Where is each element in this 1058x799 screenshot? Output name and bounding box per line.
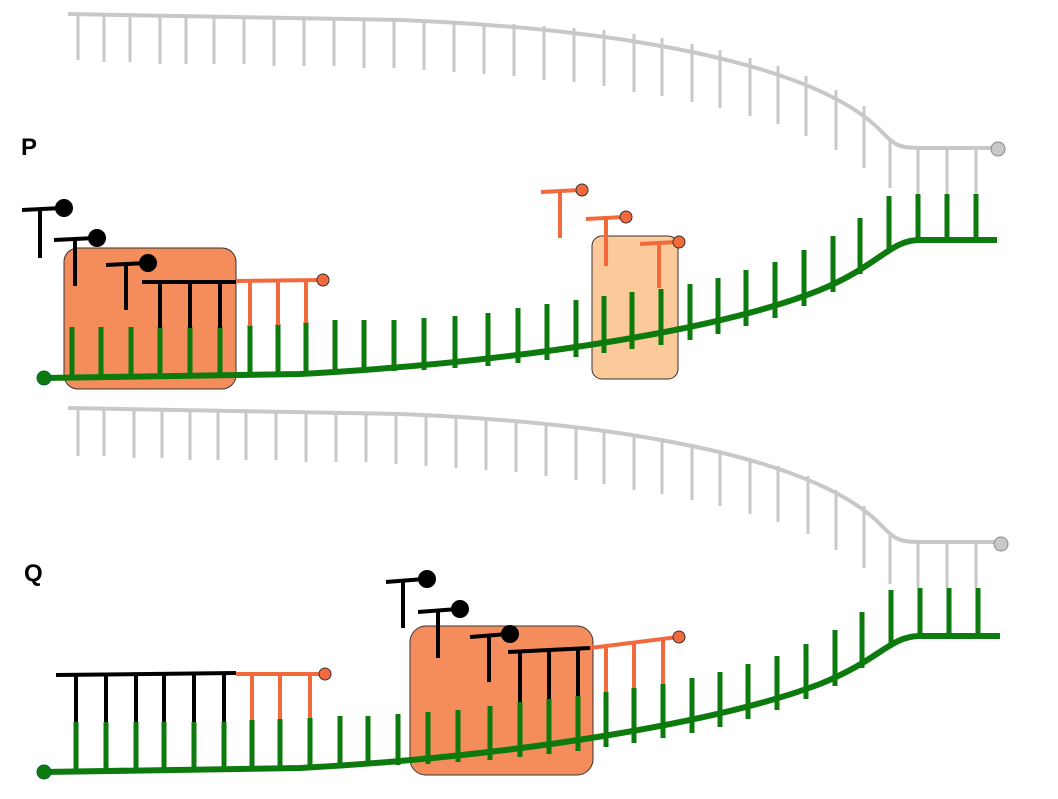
incorporated-black-box [507,646,591,702]
panel-p [21,12,1006,390]
template-strand [67,406,1009,588]
growing-strand-end-cap [36,764,52,780]
incorporated-orange [236,667,332,720]
incoming-black-nucleotides [385,570,519,682]
incoming-black-nucleotides [21,199,157,310]
panel-label-p: P [21,134,38,161]
incorporated-black [142,280,236,328]
growing-strand-end-cap [36,370,52,386]
incorporated-orange [235,273,330,326]
growing-strand [36,588,1000,780]
panel-label-q: Q [24,560,43,587]
template-end-cap [990,141,1006,157]
template-strand [67,12,1006,194]
growing-strand [36,194,997,386]
template-end-cap [993,536,1009,552]
incoming-orange-nucleotides [540,183,686,288]
incorporated-black [55,671,237,722]
panel-q [36,406,1009,780]
incorporated-orange-box [589,630,686,692]
